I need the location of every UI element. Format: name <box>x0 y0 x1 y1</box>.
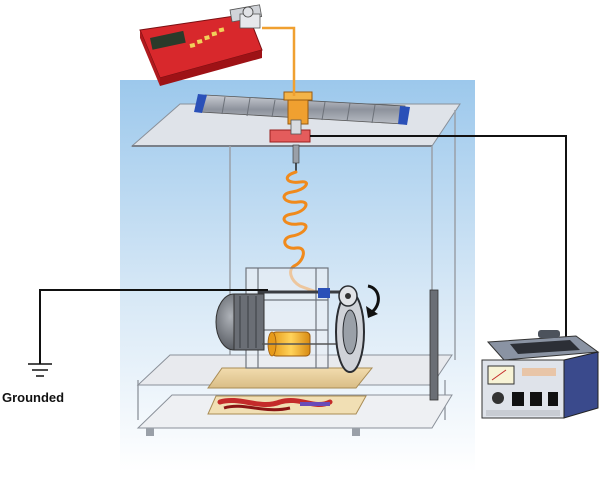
feed-tube <box>262 26 296 96</box>
high-voltage-wire <box>310 135 567 342</box>
pulley-wheel <box>335 285 365 373</box>
ground-label: Grounded <box>2 390 64 405</box>
pump-display <box>150 30 186 50</box>
syringe-pump <box>139 4 263 86</box>
side-rod <box>429 289 439 401</box>
supply-knob-icon <box>492 392 504 404</box>
ground-symbol-icon <box>28 363 52 377</box>
rotation-arrow-icon <box>367 284 380 314</box>
voltage-meter <box>487 365 515 385</box>
needle-carriage <box>269 91 313 172</box>
heater-plate <box>207 395 367 415</box>
high-voltage-power-supply <box>481 330 600 419</box>
rotating-drum-collector <box>262 331 338 357</box>
power-switch <box>512 392 524 406</box>
ground-wire <box>39 289 268 364</box>
output-socket <box>530 392 542 406</box>
motor <box>215 293 265 351</box>
pump-knob-icon <box>242 6 254 18</box>
